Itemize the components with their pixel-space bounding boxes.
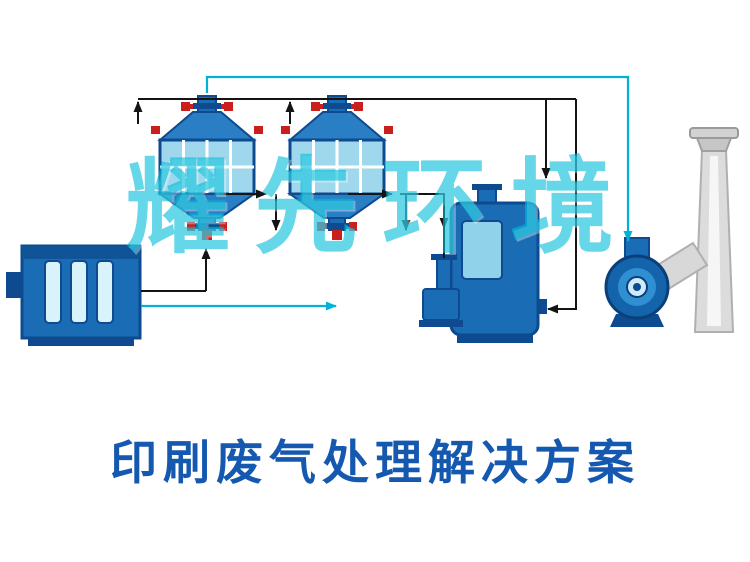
spray-scrubber-tank xyxy=(449,184,547,343)
tank-side-line xyxy=(547,99,577,314)
filter-unit-2 xyxy=(279,94,395,242)
exhaust-chimney xyxy=(646,127,739,333)
to-pump-line xyxy=(400,193,445,258)
filter-unit-1 xyxy=(149,94,265,242)
uv-photolysis-box xyxy=(6,244,142,346)
flow-arrows xyxy=(133,98,577,314)
bypass-to-fan-line xyxy=(205,75,633,242)
flow-arrows-cyan xyxy=(141,75,633,311)
centrifugal-fan xyxy=(604,237,670,327)
